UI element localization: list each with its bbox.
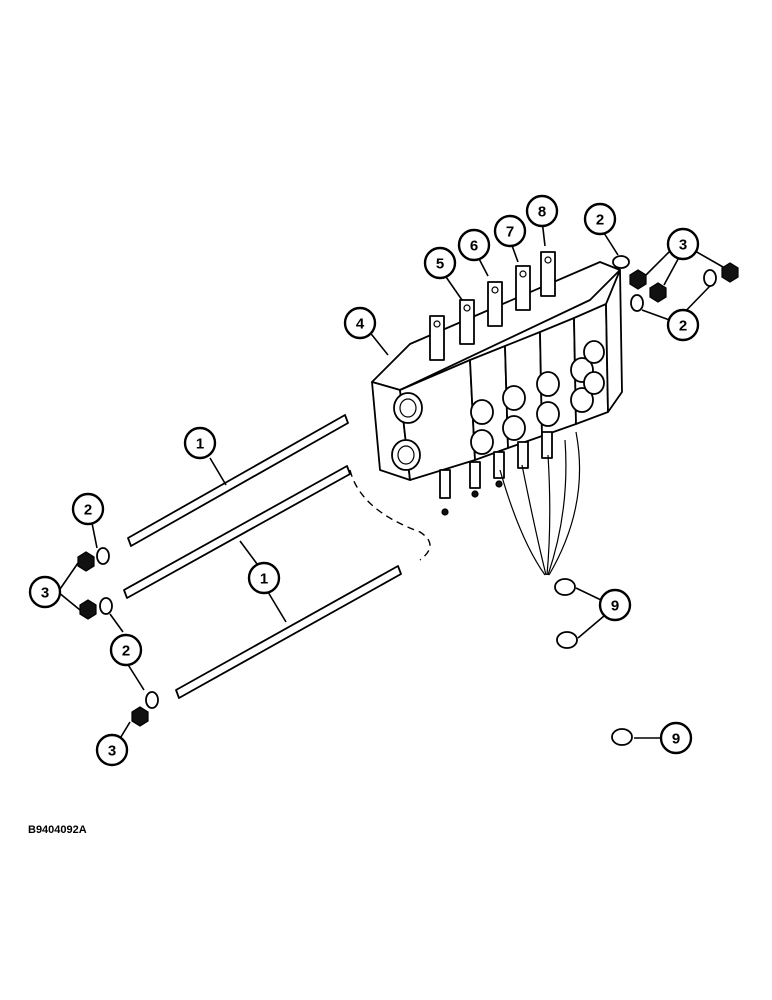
callout-2b-label: 2 <box>122 643 130 660</box>
callout-1b-label: 1 <box>260 571 268 588</box>
callout-5: 5 <box>423 246 457 280</box>
callout-9b: 9 <box>659 721 693 755</box>
callout-6: 6 <box>457 228 491 262</box>
callout-2d-label: 2 <box>679 318 687 335</box>
callout-2c: 2 <box>583 202 617 236</box>
callout-1a-label: 1 <box>196 436 204 453</box>
spool-ends <box>439 431 553 516</box>
spool-handles <box>429 251 556 361</box>
callout-7-label: 7 <box>506 224 514 241</box>
callout-1b: 1 <box>247 561 281 595</box>
callout-2a: 2 <box>71 492 105 526</box>
callout-4: 4 <box>343 306 377 340</box>
callout-3c: 3 <box>666 227 700 261</box>
callout-8-label: 8 <box>538 204 546 221</box>
callout-2b: 2 <box>109 633 143 667</box>
callout-3a-label: 3 <box>41 585 49 602</box>
callout-9a-label: 9 <box>611 598 619 615</box>
callout-2c-label: 2 <box>596 212 604 229</box>
callout-9b-label: 9 <box>672 731 680 748</box>
callout-3a: 3 <box>28 575 62 609</box>
control-valve-assembly <box>371 251 623 576</box>
callout-4-label: 4 <box>356 316 365 333</box>
callout-8: 8 <box>525 194 559 228</box>
callout-6-label: 6 <box>470 238 478 255</box>
callout-5-label: 5 <box>436 256 444 273</box>
callout-1a: 1 <box>183 426 217 460</box>
tie-rods <box>123 414 431 699</box>
hardware <box>77 255 739 746</box>
drawing-code: B9404092A <box>28 824 87 836</box>
callout-7: 7 <box>493 214 527 248</box>
callout-3b-label: 3 <box>108 743 116 760</box>
port-openings <box>391 340 605 471</box>
leader-lines <box>57 219 724 746</box>
callout-2a-label: 2 <box>84 502 92 519</box>
callout-3b: 3 <box>95 733 129 767</box>
callout-9a: 9 <box>598 588 632 622</box>
callout-2d: 2 <box>666 308 700 342</box>
callout-3c-label: 3 <box>679 237 687 254</box>
